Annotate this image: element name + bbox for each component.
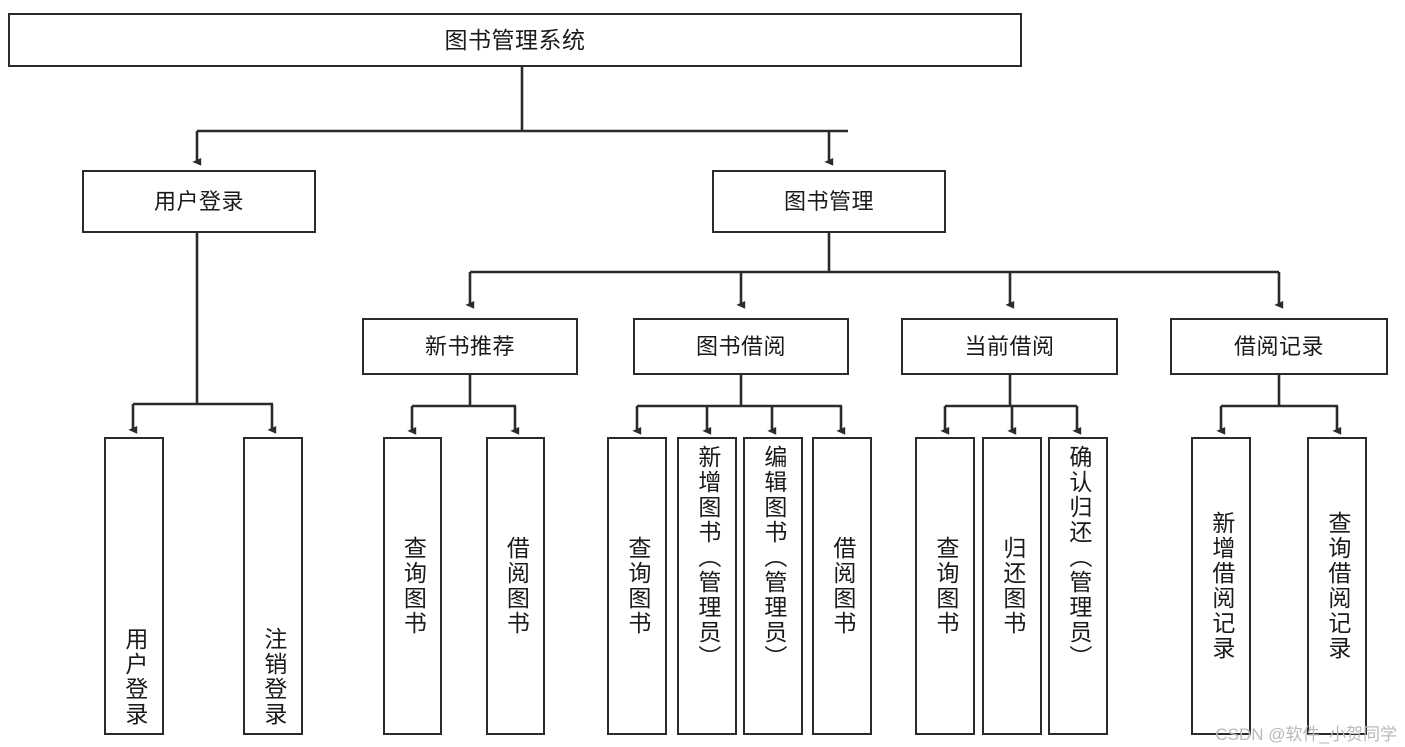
node-leaf-query-borrow-record[interactable]: 查询借阅记录	[1307, 437, 1367, 735]
node-leaf-query-book-3-label: 查询图书	[932, 536, 959, 636]
node-leaf-query-borrow-record-label: 查询借阅记录	[1324, 511, 1351, 661]
node-leaf-add-borrow-record[interactable]: 新增借阅记录	[1191, 437, 1251, 735]
node-leaf-add-book-admin[interactable]: 新增图书（管理员）	[677, 437, 737, 735]
node-book-manage[interactable]: 图书管理	[712, 170, 946, 233]
node-borrow-record[interactable]: 借阅记录	[1170, 318, 1388, 375]
node-leaf-query-book-2-label: 查询图书	[624, 536, 651, 636]
node-book-manage-label: 图书管理	[783, 188, 874, 214]
node-leaf-edit-book-admin-label: 编辑图书（管理员）	[760, 445, 787, 670]
node-leaf-borrow-book-1-label: 借阅图书	[503, 536, 530, 636]
node-borrow-record-label: 借阅记录	[1233, 333, 1324, 359]
node-leaf-borrow-book-1[interactable]: 借阅图书	[486, 437, 545, 735]
node-leaf-user-login-label: 用户登录	[121, 627, 148, 727]
node-leaf-edit-book-admin[interactable]: 编辑图书（管理员）	[743, 437, 803, 735]
node-leaf-logout-login[interactable]: 注销登录	[243, 437, 303, 735]
node-leaf-confirm-return-admin[interactable]: 确认归还（管理员）	[1048, 437, 1108, 735]
node-new-book-recommend[interactable]: 新书推荐	[362, 318, 578, 375]
node-leaf-query-book-2[interactable]: 查询图书	[607, 437, 667, 735]
node-leaf-return-book[interactable]: 归还图书	[982, 437, 1042, 735]
node-leaf-borrow-book-2-label: 借阅图书	[829, 536, 856, 636]
node-user-login-label: 用户登录	[153, 188, 244, 214]
watermark: CSDN @软件_小贺同学	[1215, 725, 1397, 744]
node-leaf-add-borrow-record-label: 新增借阅记录	[1208, 511, 1235, 661]
node-root[interactable]: 图书管理系统	[8, 13, 1022, 67]
node-book-borrow[interactable]: 图书借阅	[633, 318, 849, 375]
node-leaf-query-book-1-label: 查询图书	[400, 536, 427, 636]
node-current-borrow[interactable]: 当前借阅	[901, 318, 1118, 375]
node-book-borrow-label: 图书借阅	[695, 333, 786, 359]
node-root-label: 图书管理系统	[444, 26, 586, 53]
node-leaf-user-login[interactable]: 用户登录	[104, 437, 164, 735]
node-leaf-return-book-label: 归还图书	[999, 536, 1026, 636]
node-current-borrow-label: 当前借阅	[964, 333, 1055, 359]
node-leaf-confirm-return-admin-label: 确认归还（管理员）	[1065, 445, 1092, 670]
node-user-login[interactable]: 用户登录	[82, 170, 316, 233]
node-leaf-query-book-1[interactable]: 查询图书	[383, 437, 442, 735]
node-leaf-query-book-3[interactable]: 查询图书	[915, 437, 975, 735]
node-new-book-recommend-label: 新书推荐	[424, 333, 515, 359]
node-leaf-add-book-admin-label: 新增图书（管理员）	[694, 445, 721, 670]
node-leaf-logout-login-label: 注销登录	[260, 627, 287, 727]
node-leaf-borrow-book-2[interactable]: 借阅图书	[812, 437, 872, 735]
